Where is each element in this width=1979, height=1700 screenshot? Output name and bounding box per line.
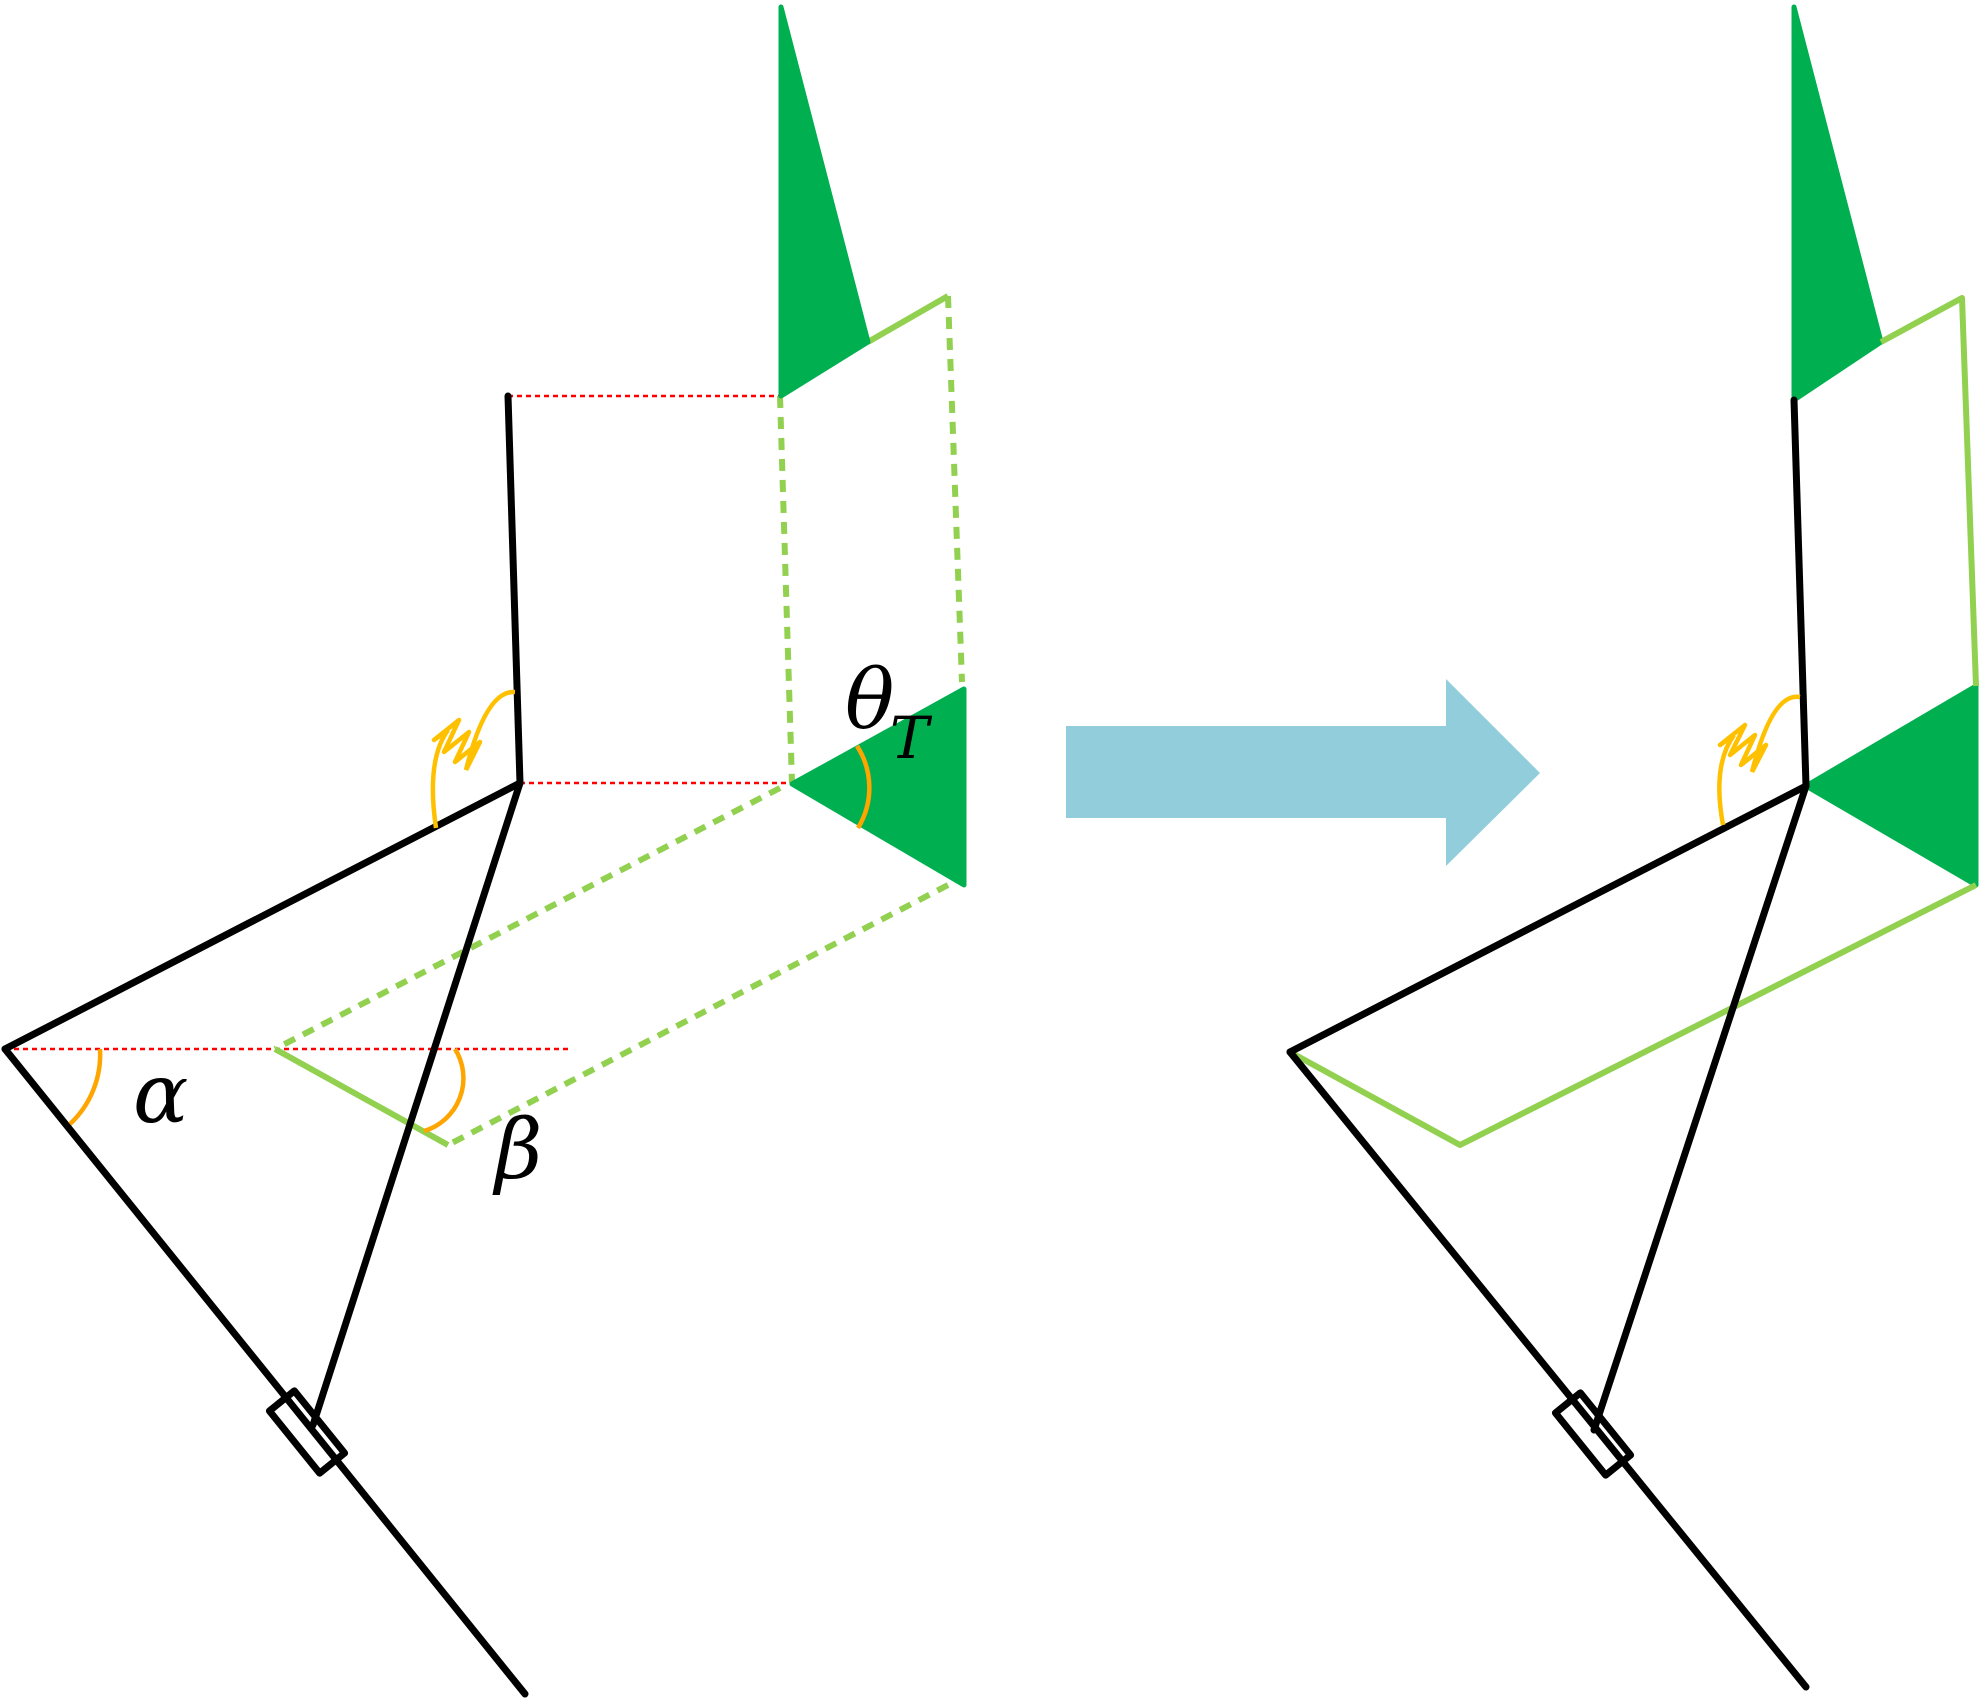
coupler-link — [273, 1046, 450, 1148]
theta-subscript-label: T — [890, 704, 933, 772]
crossing-link — [309, 779, 524, 1429]
lower-triangle-plate-right — [1803, 683, 1979, 888]
projected-vertical-link-left — [777, 395, 795, 784]
right-mechanism — [1286, 4, 1979, 1691]
left-mechanism: α β θ T — [1, 4, 967, 1698]
slider-block-icon — [265, 1387, 349, 1477]
lower-triangle-plate — [789, 686, 967, 888]
upper-triangle-plate-right — [1791, 4, 1884, 403]
beta-label: β — [492, 1103, 542, 1198]
theta-angle-arc — [855, 744, 872, 830]
upper-coupler-link-right — [1879, 295, 1979, 687]
vertical-link — [504, 392, 524, 787]
lower-coupler-link-right — [1288, 882, 1978, 1148]
projected-lower-link — [273, 785, 782, 1052]
right-arrow-icon — [1066, 679, 1540, 866]
upper-thigh-link — [1, 779, 524, 1053]
alpha-label: α — [133, 1047, 188, 1142]
torsion-spring-icon — [430, 689, 516, 829]
vertical-link-right — [1790, 396, 1810, 790]
torsion-spring-icon-right — [1717, 694, 1801, 826]
upper-coupler-link — [866, 293, 950, 345]
upper-thigh-link-right — [1286, 782, 1810, 1056]
alpha-angle-arc — [68, 1048, 103, 1126]
theta-label: θ — [845, 653, 894, 748]
upper-triangle-plate — [778, 4, 871, 399]
leg-link-right — [1286, 1048, 1810, 1691]
leg-link — [1, 1045, 529, 1698]
beta-angle-arc — [423, 1047, 466, 1134]
crossing-link-right — [1590, 782, 1810, 1434]
projected-vertical-link-right — [945, 295, 965, 683]
projected-lower-link-outer — [446, 882, 950, 1148]
slider-block-icon-right — [1551, 1389, 1635, 1479]
